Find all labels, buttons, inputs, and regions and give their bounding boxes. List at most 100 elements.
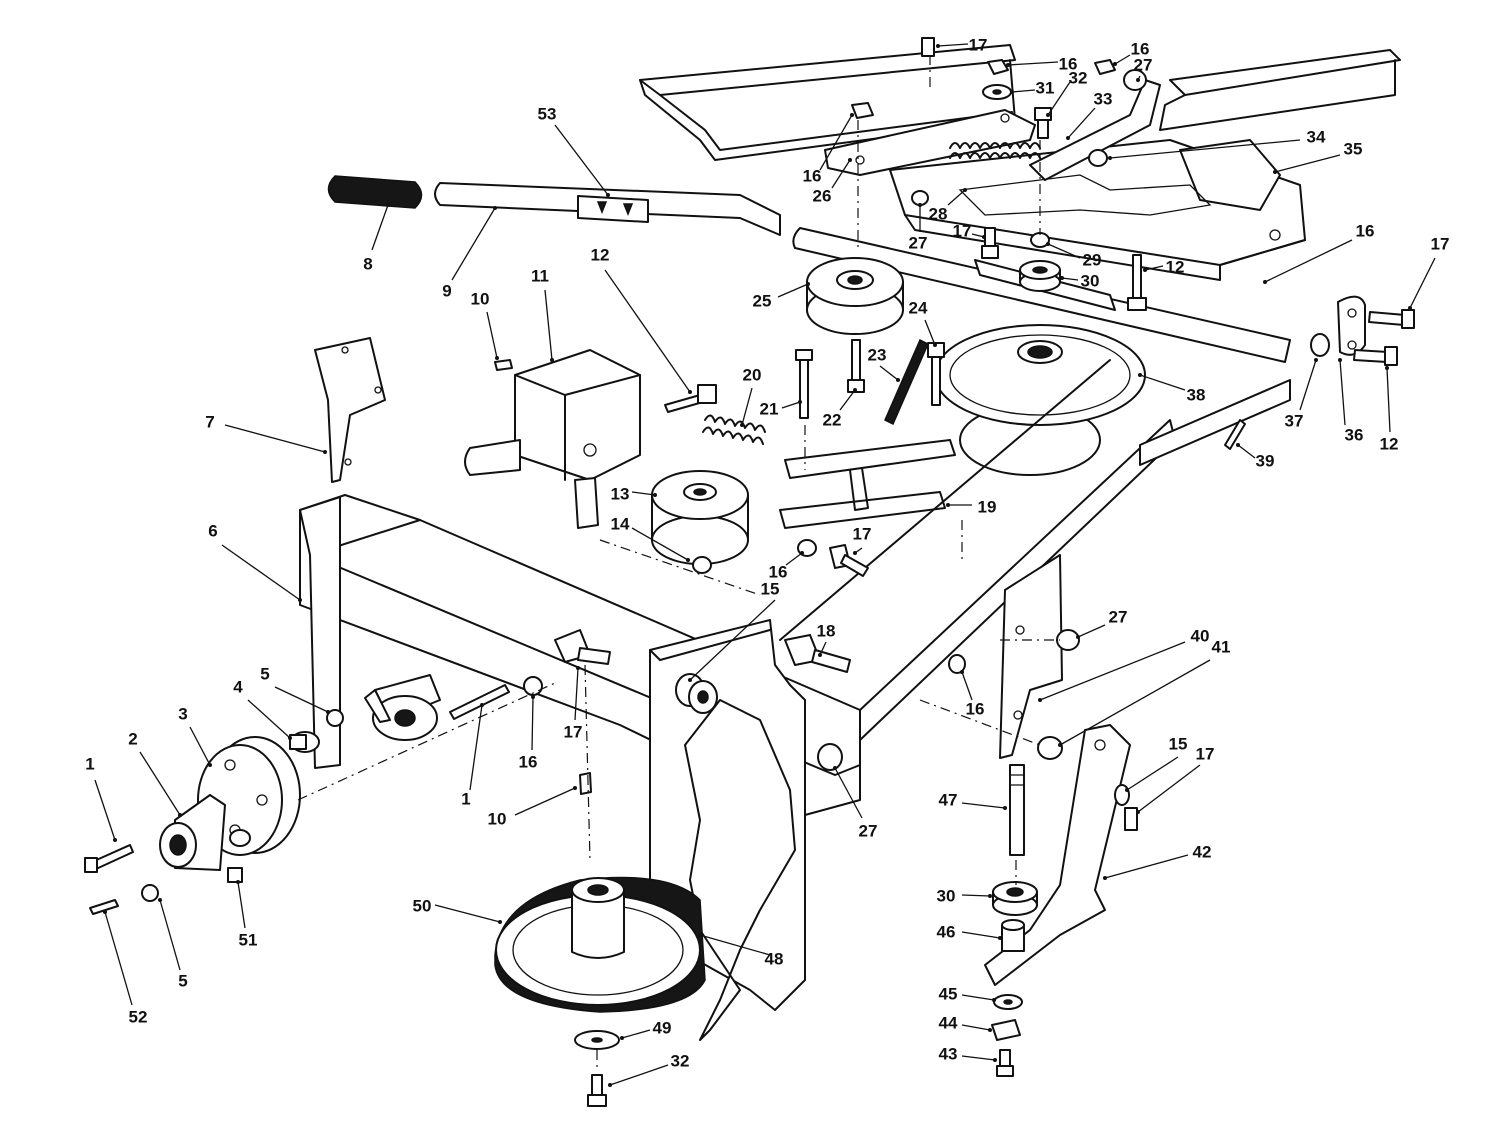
callout-number: 50 (413, 896, 432, 915)
leader-dot (1263, 280, 1267, 284)
callout-number: 12 (1380, 434, 1399, 453)
callout-number: 52 (129, 1007, 148, 1026)
leader-line (961, 1024, 991, 1031)
plate-26 (824, 109, 1036, 176)
leader-line (924, 319, 936, 346)
leader-dot (606, 193, 610, 197)
callout-c33: 33 (1066, 89, 1112, 140)
leader-line (1137, 764, 1201, 813)
callout-number: 16 (769, 562, 788, 581)
leader-line (947, 189, 966, 206)
leader-line (1264, 239, 1353, 283)
leader-dot (1143, 268, 1147, 272)
leader-line (621, 1029, 651, 1039)
leader-line (777, 283, 809, 298)
spacer-4 (289, 731, 320, 753)
leader-line (1109, 139, 1301, 159)
pulley-3 (197, 736, 301, 856)
callout-c20: 20 (740, 365, 761, 427)
callout-number: 30 (937, 886, 956, 905)
callout-number: 17 (564, 722, 583, 741)
washer-45 (993, 994, 1023, 1010)
leader-line (274, 686, 329, 713)
callout-c23: 23 (868, 345, 900, 382)
leader-dot (1314, 358, 1318, 362)
leader-dot (178, 813, 182, 817)
callout-number: 16 (966, 699, 985, 718)
bolt-12-link (1353, 346, 1398, 366)
callout-c32b: 32 (608, 1051, 689, 1087)
leader-dot (848, 158, 852, 162)
idler-arm-19 (779, 439, 956, 529)
link-36 (1337, 295, 1366, 356)
leader-line (221, 544, 301, 601)
leader-line (104, 911, 133, 1006)
callout-c45: 45 (939, 984, 996, 1003)
leader-line (1114, 54, 1131, 65)
bracket-42 (984, 724, 1131, 986)
pin-52 (89, 899, 119, 915)
callout-c12b: 12 (1143, 257, 1184, 276)
callout-c16c: 16 (803, 113, 854, 185)
callout-number: 33 (1094, 89, 1113, 108)
leader-dot (1385, 366, 1389, 370)
leader-line (1047, 81, 1071, 116)
bracket-35 (889, 139, 1306, 281)
bolt-17-center (554, 629, 611, 665)
callout-c27d: 27 (833, 766, 877, 840)
leader-line (834, 767, 863, 819)
callout-c16a: 16 (1113, 39, 1149, 66)
callout-c22: 22 (823, 388, 857, 429)
leader-dot (573, 786, 577, 790)
nut-27-frame (817, 743, 843, 771)
callout-c15b: 15 (1125, 734, 1187, 792)
callout-c40: 40 (1038, 626, 1209, 702)
callout-number: 28 (929, 204, 948, 223)
callout-number: 26 (813, 186, 832, 205)
leader-line (741, 387, 753, 426)
leader-dot (1136, 78, 1140, 82)
leader-dot (1046, 242, 1050, 246)
leader-line (1299, 359, 1317, 411)
leader-dot (495, 356, 499, 360)
leader-line (574, 667, 579, 721)
callout-number: 21 (760, 399, 779, 418)
callout-number: 16 (519, 752, 538, 771)
leader-line (1409, 257, 1436, 309)
leader-dot (988, 894, 992, 898)
leader-dot (608, 1083, 612, 1087)
leader-dot (982, 235, 986, 239)
leader-line (514, 787, 576, 816)
leader-line (961, 802, 1006, 809)
leader-line (604, 269, 691, 393)
leader-line (1144, 265, 1164, 271)
leader-dot (1138, 373, 1142, 377)
callout-number: 41 (1212, 637, 1231, 656)
leader-line (139, 751, 181, 816)
cross-shaft-53 (792, 227, 1291, 363)
leader-dot (740, 423, 744, 427)
bracket-40 (999, 554, 1063, 759)
leader-line (434, 904, 501, 923)
callout-c24: 24 (909, 298, 937, 347)
leader-line (247, 699, 291, 739)
leader-dot (386, 203, 390, 207)
leader-line (1061, 277, 1079, 281)
bearing-housing (364, 674, 441, 741)
leader-dot (686, 558, 690, 562)
leader-line (879, 365, 899, 381)
leader-line (469, 704, 483, 791)
leader-line (1007, 61, 1059, 66)
leader-dot (1273, 170, 1277, 174)
nut-5-lower (141, 884, 159, 902)
callout-number: 48 (765, 949, 784, 968)
setscrew-51 (227, 867, 243, 883)
callout-number: 15 (1169, 734, 1188, 753)
leader-dot (688, 390, 692, 394)
leader-dot (208, 763, 212, 767)
callout-number: 32 (1069, 68, 1088, 87)
bearing-15-left (675, 673, 718, 714)
callout-number: 5 (178, 971, 187, 990)
leader-dot (833, 766, 837, 770)
leader-line (961, 894, 991, 897)
